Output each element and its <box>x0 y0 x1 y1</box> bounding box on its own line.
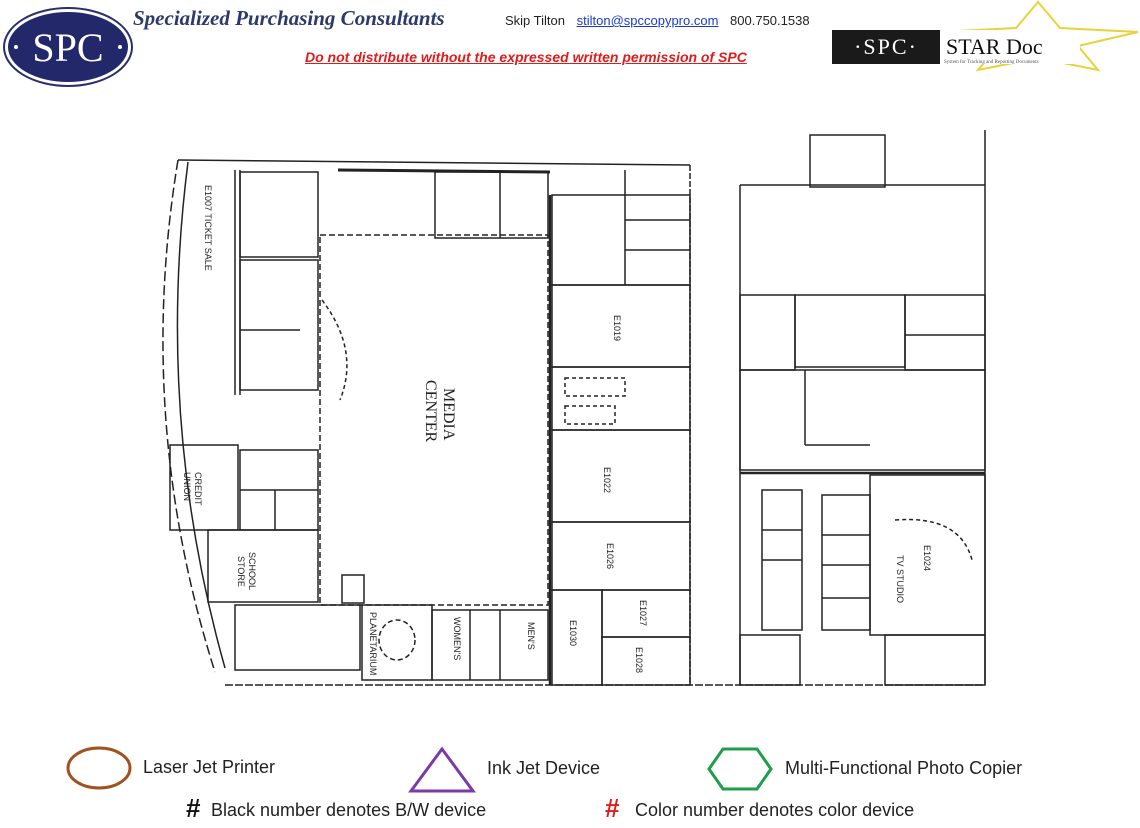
ink-jet-icon <box>408 746 476 793</box>
walls <box>162 130 986 686</box>
star-doc-logo: ·SPC· STAR Doc System for Tracking and R… <box>832 0 1139 72</box>
room-label-e1019: E1019 <box>612 315 622 341</box>
room-label-credit-union-2: UNION <box>182 472 192 501</box>
contact-name: Skip Tilton <box>505 13 565 28</box>
contact-info: Skip Tilton stilton@spccopypro.com 800.7… <box>505 13 810 28</box>
svg-text:SPC: SPC <box>32 25 103 70</box>
contact-email-link[interactable]: stilton@spccopypro.com <box>576 13 719 28</box>
room-label-e1024: E1024 <box>922 545 932 571</box>
room-label-media-center: MEDIA <box>440 388 457 441</box>
distribution-warning: Do not distribute without the expressed … <box>305 49 747 65</box>
room-label-media-center-2: CENTER <box>422 380 439 443</box>
room-label-e1028: E1028 <box>634 647 644 673</box>
room-label-school-store: SCHOOL <box>247 552 257 590</box>
legend-inkjet-label: Ink Jet Device <box>487 758 601 778</box>
contact-phone: 800.750.1538 <box>730 13 810 28</box>
room-label-ticket-sale: E1007 TICKET SALE <box>203 185 213 271</box>
laser-printer-icon <box>66 746 132 790</box>
room-label-womens: WOMEN'S <box>452 617 462 660</box>
room-label-e1026: E1026 <box>605 543 615 569</box>
svg-text:·SPC·: ·SPC· <box>854 34 918 59</box>
svg-text:System for Tracking and Report: System for Tracking and Reporting Docume… <box>944 60 1039 65</box>
company-name: Specialized Purchasing Consultants <box>133 6 445 30</box>
spc-logo: SPC <box>3 7 133 87</box>
room-label-school-store-2: STORE <box>236 556 246 587</box>
svg-text:STAR Doc: STAR Doc <box>946 34 1043 59</box>
copier-icon <box>707 747 773 791</box>
room-label-e1027: E1027 <box>638 600 648 626</box>
legend-mfp-label: Multi-Functional Photo Copier <box>785 758 1023 778</box>
legend-laser-label: Laser Jet Printer <box>143 757 276 777</box>
room-label-e1030: E1030 <box>568 620 578 646</box>
room-label-credit-union: CREDIT <box>193 472 203 506</box>
bw-hash-icon: # <box>186 793 201 823</box>
legend-bw-label: Black number denotes B/W device <box>211 800 487 820</box>
legend-color-label: Color number denotes color device <box>635 800 915 820</box>
room-label-mens: MEN'S <box>526 622 536 650</box>
color-hash-icon: # <box>605 793 620 823</box>
room-label-tv-studio: TV STUDIO <box>895 555 905 603</box>
room-label-e1022: E1022 <box>602 467 612 493</box>
room-label-planetarium: PLANETARIUM <box>368 612 378 675</box>
